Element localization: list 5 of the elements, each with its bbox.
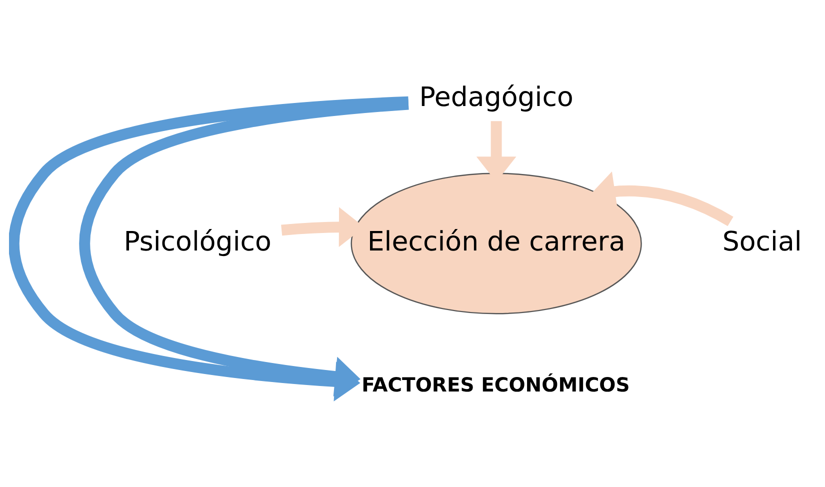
node-text: FACTORES ECONÓMICOS <box>361 373 630 396</box>
node-text: Pedagógico <box>418 82 573 113</box>
node-text: Social <box>722 226 802 258</box>
arrow <box>78 98 408 396</box>
node-text: Psicológico <box>123 226 271 258</box>
